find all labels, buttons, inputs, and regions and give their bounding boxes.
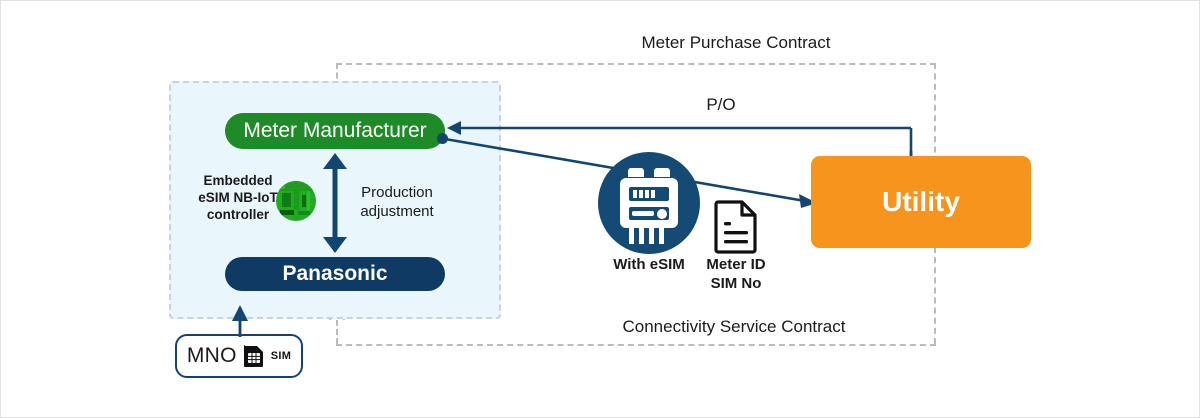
pcb-chip-icon (276, 181, 316, 221)
connectivity-contract-bottom-edge (336, 344, 936, 346)
connectivity-contract-right-edge (934, 247, 936, 344)
meter-purchase-contract-label: Meter Purchase Contract (641, 33, 831, 52)
embedded-esim-label: Embedded eSIM NB-IoT controller (198, 173, 278, 222)
production-adjustment-label: Production adjustment (360, 184, 434, 220)
mno-node[interactable]: MNO SIM (175, 334, 303, 378)
utility-label: Utility (882, 186, 960, 217)
connectivity-contract-left-edge (336, 311, 338, 344)
po-label: P/O (706, 95, 736, 114)
sim-card-icon (243, 345, 263, 367)
mno-arrow (232, 305, 248, 337)
meter-id-sim-no-label: Meter ID SIM No (706, 256, 766, 292)
with-esim-label: With eSIM (613, 256, 685, 273)
meter-purchase-contract-top-edge (336, 63, 936, 65)
panasonic-label: Panasonic (282, 262, 388, 285)
document-icon (714, 200, 757, 254)
manufacturer-connector-dot (437, 133, 448, 144)
production-adjustment-arrow (323, 153, 347, 253)
smart-meter-icon (598, 152, 700, 254)
meter-purchase-contract-right-edge (934, 63, 936, 163)
mno-label: MNO (186, 344, 237, 367)
sim-tag-label: SIM (270, 350, 292, 362)
meter-manufacturer-node[interactable]: Meter Manufacturer (225, 113, 445, 149)
meter-manufacturer-label: Meter Manufacturer (243, 119, 427, 142)
utility-node[interactable]: Utility (811, 156, 1031, 248)
connectivity-service-contract-label: Connectivity Service Contract (622, 317, 846, 336)
panasonic-node[interactable]: Panasonic (225, 257, 445, 291)
